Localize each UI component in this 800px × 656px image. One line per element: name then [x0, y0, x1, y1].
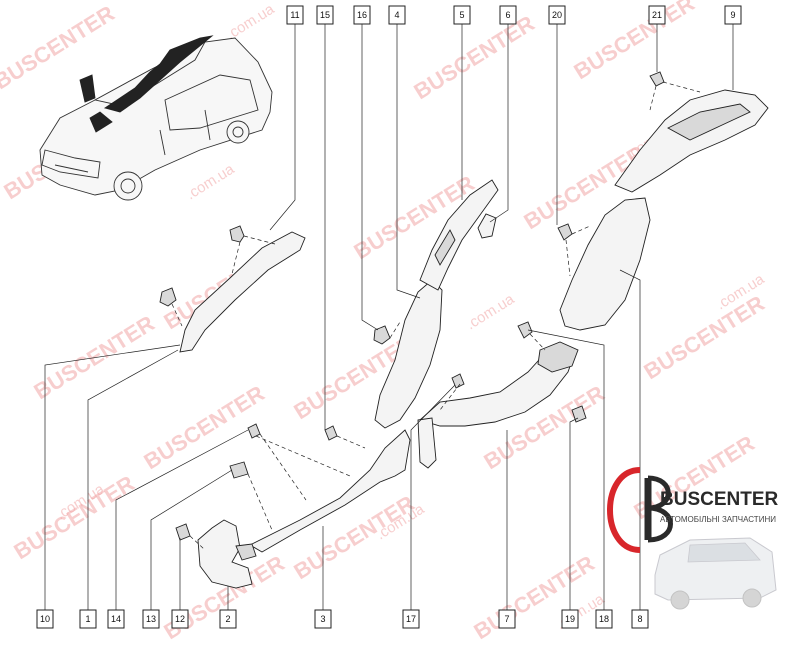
- watermark-text: BUSCENTER: [639, 290, 768, 384]
- logo-name: BUSCENTER: [660, 489, 779, 510]
- callout-15: 15: [316, 5, 334, 25]
- part-3-front-sill: [249, 429, 411, 553]
- clip-part-16: [373, 325, 391, 345]
- logo-tagline: АВТОМОБІЛЬНІ ЗАПЧАСТИНИ: [660, 515, 776, 524]
- clip-part-19: [571, 405, 587, 423]
- svg-text:2: 2: [225, 614, 230, 624]
- watermark-text: BUSCENTER: [289, 490, 418, 584]
- callout-2: 2: [219, 609, 237, 629]
- callout-6: 6: [499, 5, 517, 25]
- part-11-a-pillar-trim: [179, 231, 306, 353]
- part-2-kick-panel: [197, 519, 253, 589]
- svg-text:16: 16: [357, 10, 367, 20]
- clip-part-12: [175, 523, 191, 541]
- part-6-cover: [477, 213, 497, 239]
- watermark-text: BUSCENTER: [9, 470, 138, 564]
- watermark-text: BUSCENTER: [469, 550, 598, 644]
- svg-text:15: 15: [320, 10, 330, 20]
- watermark-sub: .com.ua: [183, 160, 238, 203]
- svg-text:11: 11: [290, 10, 299, 20]
- svg-text:7: 7: [504, 614, 509, 624]
- callout-7: 7: [498, 609, 516, 629]
- part-4-b-pillar-lower: [374, 279, 443, 429]
- svg-text:18: 18: [599, 614, 609, 624]
- callout-3: 3: [314, 609, 332, 629]
- part-5-seatbelt-slot: [434, 229, 456, 266]
- part-7-end-block: [537, 341, 579, 373]
- callout-16: 16: [353, 5, 371, 25]
- clip-part-17: [451, 373, 465, 389]
- callout-5: 5: [453, 5, 471, 25]
- callout-4: 4: [388, 5, 406, 25]
- watermark-text: BUSCENTER: [29, 310, 158, 404]
- callout-17: 17: [402, 609, 420, 629]
- watermark-text: BUSCENTER: [0, 0, 119, 94]
- clip-part-11: [229, 225, 245, 243]
- svg-text:14: 14: [111, 614, 121, 624]
- svg-text:21: 21: [652, 10, 662, 20]
- watermark-text: BUSCENTER: [569, 0, 698, 84]
- watermark-sub: .com.ua: [463, 290, 518, 333]
- part-2-notch: [235, 543, 257, 561]
- svg-text:4: 4: [394, 10, 399, 20]
- clip-part-21: [649, 71, 665, 87]
- svg-text:10: 10: [40, 614, 50, 624]
- svg-text:19: 19: [565, 614, 575, 624]
- callouts-bottom: 10 1 14 13 12 2 3 17 7 19 18 8: [36, 609, 649, 629]
- watermark-text: BUSCENTER: [409, 10, 538, 104]
- callout-18: 18: [595, 609, 613, 629]
- clip-part-14: [247, 423, 261, 439]
- callout-12: 12: [171, 609, 189, 629]
- callout-13: 13: [142, 609, 160, 629]
- clip-part-10: [159, 287, 177, 307]
- clip-part-20: [557, 223, 573, 241]
- clip-part-13: [229, 461, 249, 479]
- logo-mark-red: [607, 467, 641, 553]
- callouts-top: 11 15 16 4 5 6 20 21 9: [286, 5, 742, 25]
- callout-1: 1: [79, 609, 97, 629]
- callout-8: 8: [631, 609, 649, 629]
- callout-19: 19: [561, 609, 579, 629]
- svg-text:20: 20: [552, 10, 562, 20]
- logo-mark-b: [647, 475, 673, 543]
- svg-text:6: 6: [505, 10, 510, 20]
- callout-9: 9: [724, 5, 742, 25]
- callout-20: 20: [548, 5, 566, 25]
- part-9-detail: [667, 103, 751, 141]
- svg-text:1: 1: [85, 614, 90, 624]
- leader-lines: [44, 24, 734, 610]
- assembly-lines: [171, 81, 701, 551]
- svg-text:13: 13: [146, 614, 156, 624]
- svg-text:5: 5: [459, 10, 464, 20]
- van-icon: [654, 537, 777, 610]
- clip-part-15: [324, 425, 338, 441]
- part-7-front-end: [417, 417, 437, 469]
- callout-11: 11: [286, 5, 304, 25]
- part-8-c-pillar-lower: [559, 197, 651, 331]
- buscenter-logo: BUSCENTER АВТОМОБІЛЬНІ ЗАПЧАСТИНИ: [607, 467, 779, 610]
- car-illustration: [39, 35, 273, 201]
- callout-21: 21: [648, 5, 666, 25]
- clip-part-18: [517, 321, 533, 339]
- callout-10: 10: [36, 609, 54, 629]
- watermark-sub: .com.ua: [223, 0, 278, 43]
- svg-text:12: 12: [175, 614, 185, 624]
- svg-text:9: 9: [730, 10, 735, 20]
- svg-text:3: 3: [320, 614, 325, 624]
- callout-14: 14: [107, 609, 125, 629]
- svg-text:17: 17: [406, 614, 416, 624]
- svg-text:8: 8: [637, 614, 642, 624]
